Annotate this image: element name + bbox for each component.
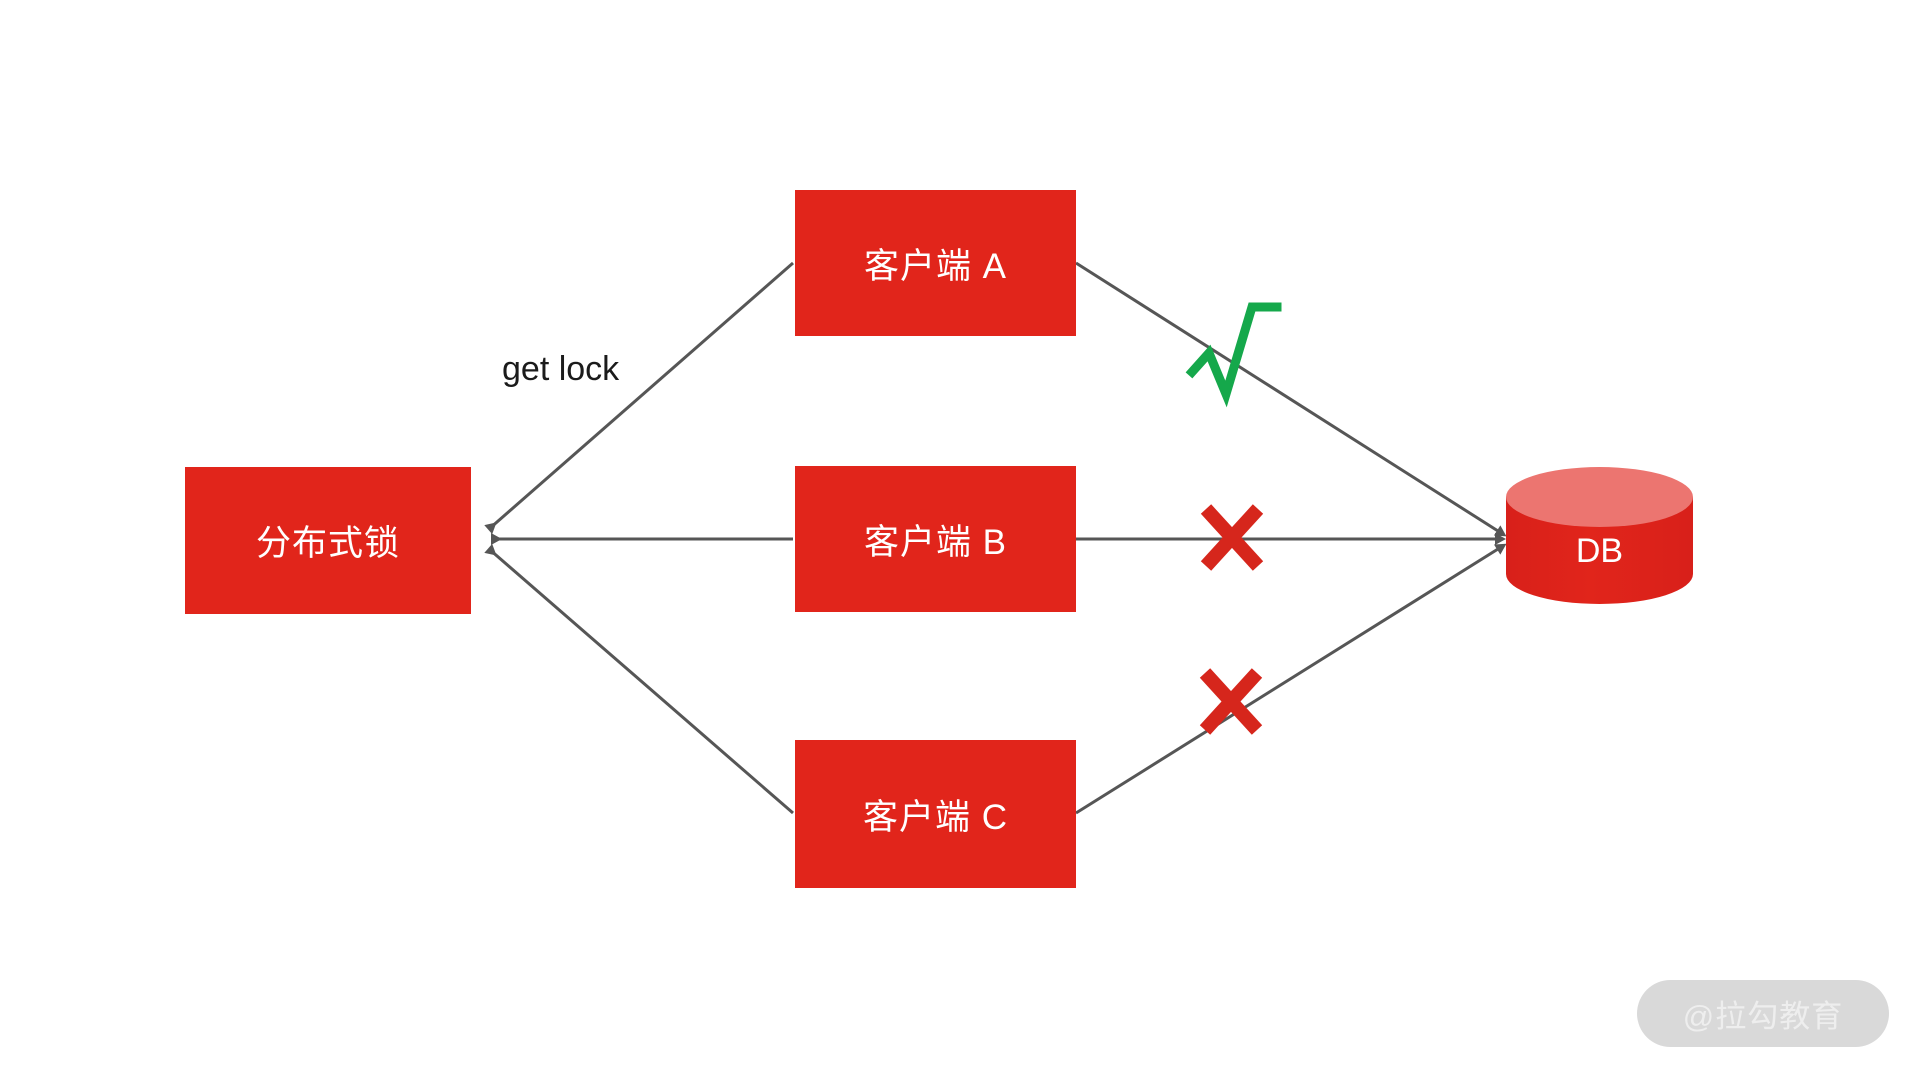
edge-client-a-to-lock	[484, 261, 794, 535]
watermark: @拉勾教育	[1637, 980, 1889, 1047]
db-cylinder	[1506, 467, 1693, 605]
node-client-c[interactable]: 客户端 C	[795, 740, 1076, 888]
node-db-label-wrap: DB	[1506, 470, 1693, 606]
node-distributed-lock[interactable]: 分布式锁	[185, 467, 471, 614]
check-mark-icon	[1185, 302, 1282, 408]
node-client-a-label: 客户端 A	[863, 246, 1008, 286]
node-db[interactable]: DB	[1506, 470, 1693, 606]
edge-label-get-lock: get lock	[502, 350, 620, 388]
edge-group-to-lock	[484, 261, 794, 815]
node-client-c-label: 客户端 C	[862, 797, 1008, 837]
watermark-text: @拉勾教育	[1682, 999, 1844, 1034]
edge-client-c-to-lock	[484, 543, 794, 815]
node-client-b[interactable]: 客户端 B	[795, 466, 1076, 612]
cross-mark-icon-b	[1200, 504, 1264, 571]
edge-group-to-db	[1075, 261, 1507, 815]
node-distributed-lock-label: 分布式锁	[255, 524, 400, 563]
edge-client-c-to-db	[1075, 543, 1507, 815]
edge-client-a-to-db	[1075, 261, 1507, 537]
node-client-a[interactable]: 客户端 A	[795, 190, 1076, 336]
cross-mark-icon-c	[1199, 668, 1263, 735]
db-cylinder-body	[1506, 497, 1693, 605]
node-db-label: DB	[1575, 531, 1624, 570]
db-cylinder-top	[1506, 467, 1693, 527]
node-client-b-label: 客户端 B	[863, 522, 1008, 562]
